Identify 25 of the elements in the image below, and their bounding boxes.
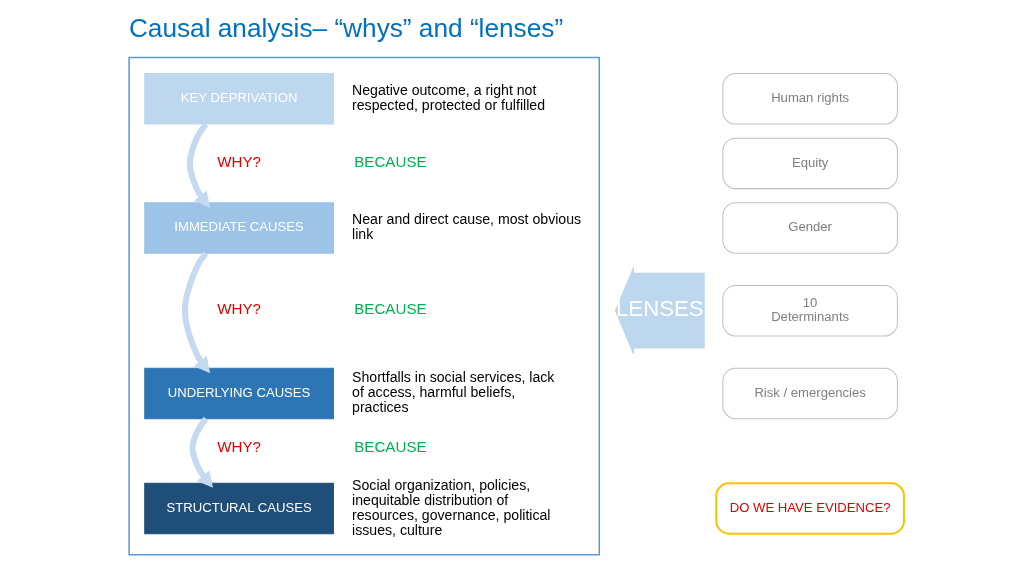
node-box: Gender [721,202,898,254]
node-label: Shortfalls in social services, lack of access, harmful beliefs, practices [351,369,554,416]
label: WHY? [216,437,261,455]
node-box: DO WE HAVE EVIDENCE? [714,482,905,535]
node-label: Negative outcome, a right not respected, protected or fulfilled [351,82,545,114]
label: WHY? [216,152,261,170]
node-box: STRUCTURAL CAUSES [143,482,334,535]
label: BECAUSE [353,300,427,318]
node-box: IMMEDIATE CAUSES [143,202,334,254]
arrow [181,251,210,374]
arrow [189,416,213,488]
label: BECAUSE [353,152,427,170]
node-box: Human rights [721,73,898,125]
diagram-title: Causal analysis– “whys” and “lenses” [128,13,563,44]
node-label: Near and direct cause, most obvious link [351,211,581,243]
node-box: 10 Determinants [721,284,898,337]
label: BECAUSE [353,437,427,455]
node-box: KEY DEPRIVATION [143,73,334,125]
label: WHY? [216,300,261,318]
cluster [127,56,600,556]
arrow [186,122,210,208]
node-box: Equity [721,137,898,190]
node-label: Social organization, policies, inequitable distribution of resources, governance, political issues, culture [351,476,550,538]
node-box: UNDERLYING CAUSES [143,367,334,420]
node-box: Risk / emergencies [721,367,898,420]
